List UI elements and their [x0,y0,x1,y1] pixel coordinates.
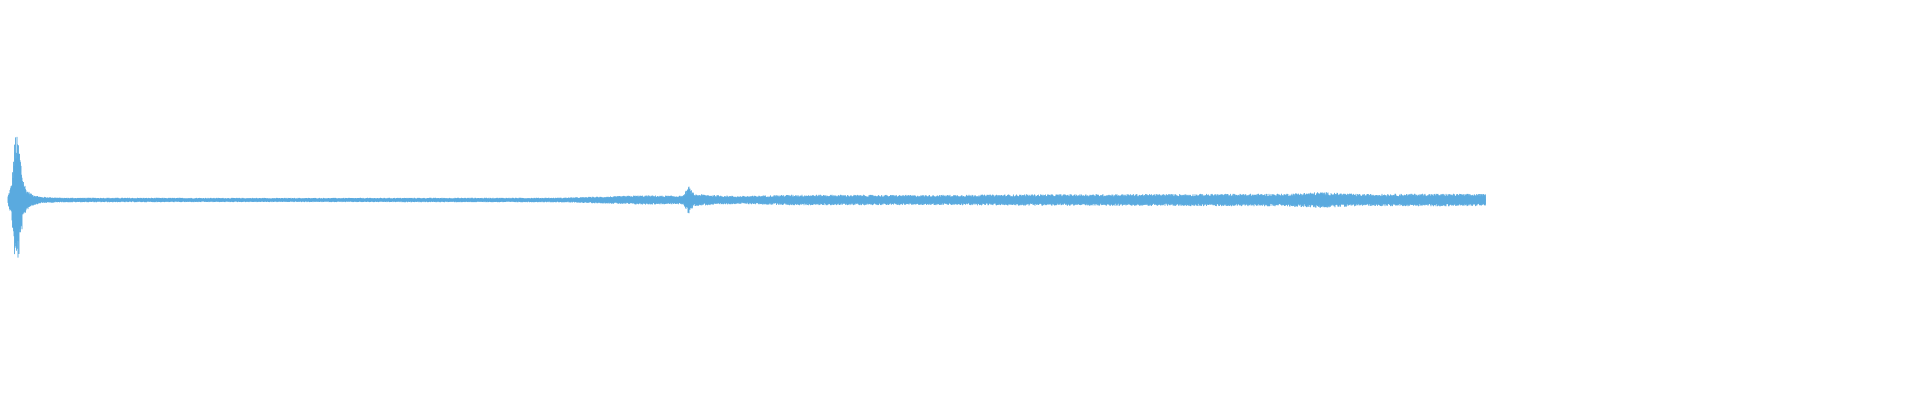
waveform-signal [7,136,1486,258]
